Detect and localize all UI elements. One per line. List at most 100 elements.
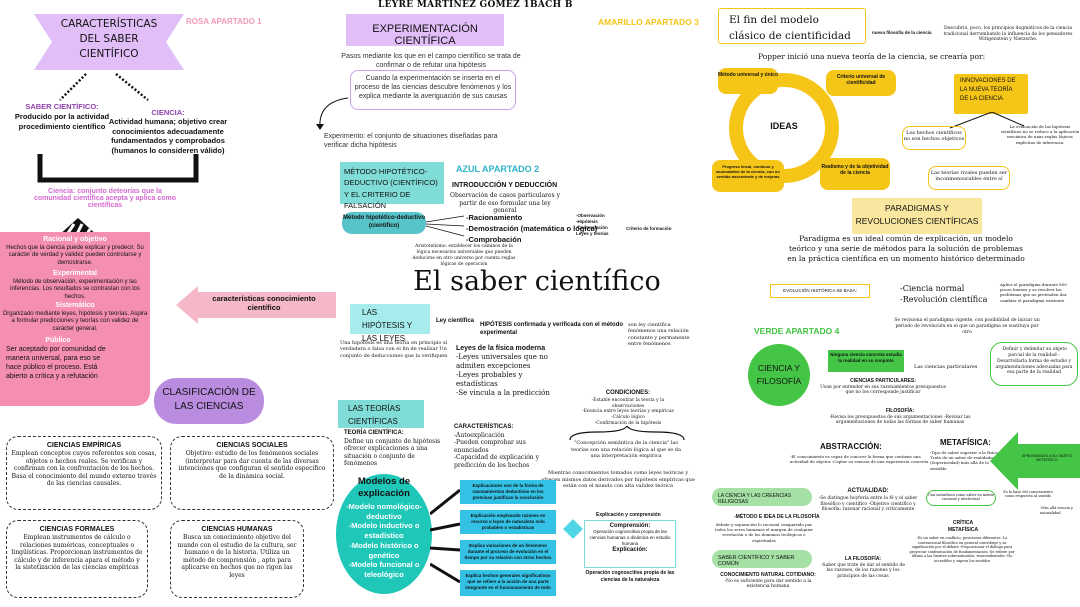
nueva-text: Descubrió, poco, los principios dogmátic…: [943, 26, 1073, 43]
filosofia2-block: LA FILOSOFÍA: -Saber que trate de dar el…: [818, 556, 908, 580]
diamond-icon: [563, 519, 583, 539]
modelos-block: Modelos de explicación -Modelo nomológic…: [340, 476, 428, 580]
humanas-box: CIENCIAS HUMANAS Busca un conocimiento o…: [170, 520, 304, 598]
racional-title: Racional y objetivo: [43, 236, 107, 243]
abstraccion-label: ABSTRACCIÓN:: [820, 442, 882, 451]
modelo-item: -Modelo inductivo o estadístico: [348, 521, 420, 540]
leyes-block: Leyes de la física moderna -Leyes univer…: [456, 344, 560, 399]
formales-title: CIENCIAS FORMALES: [39, 526, 115, 533]
metafisica-text: -Tipo de saber superior a la física -Tra…: [930, 450, 1001, 471]
critica-text: -Es un saber en conflicto; posiciones di…: [909, 536, 1015, 563]
saber-comun: SABER CIENTÍFICO Y SABER COMÚN: [712, 550, 812, 568]
modelos-bubble: [336, 474, 432, 594]
critica-title: CRÍTICA METAFÍSICA: [947, 520, 979, 533]
las-ciencias-part: Las ciencias particulares: [914, 364, 978, 370]
ley-item: -Leyes probables y estadísticas: [456, 371, 523, 389]
clasificacion-title: CLASIFICACIÓN DE LAS CIENCIAS: [154, 378, 264, 424]
humanas-text: Busca un conocimiento objetivo del mundo…: [177, 534, 297, 579]
paso-item: -Demostración (matemática o lógica): [466, 223, 598, 233]
comprension-box: Comprensión: Operación cognoscitiva prop…: [584, 520, 676, 568]
innovaciones-title: INNOVACIONES DE LA NUEVA TEORÍA DE LA CI…: [954, 74, 1028, 114]
condicion-item: -Enuncia entre leyes teorías y empíricas: [582, 409, 674, 415]
nueva-filosofia: nueva filosofía de la ciencia: [872, 30, 932, 35]
sociales-text: Objetivo: estudio de los fenómenos socia…: [178, 450, 326, 480]
revisiona-text: Se revisiona el paradigma vigente, con p…: [894, 318, 1040, 336]
side-item: -Hipótesis: [576, 218, 598, 224]
actualidad-block: ACTUALIDAD: -Se distingue hoyfería entre…: [818, 488, 918, 513]
sociales-box: CIENCIAS SOCIALES Objetivo: estudio de l…: [170, 436, 334, 510]
explicacion2-label: Explicación:: [612, 546, 648, 553]
metodo-arrows: [426, 215, 465, 237]
filosofia2-label: LA FILOSOFÍA:: [844, 556, 882, 562]
modelo-item: -Modelo nomológico-deductivo: [346, 501, 422, 521]
modelo-box: Explica variaciones de un fenómeno duran…: [460, 540, 556, 564]
empiricas-text: Emplean conceptos cuyos referentes son c…: [11, 450, 157, 488]
racional-block: Racional y objetivo Hechos que la cienci…: [2, 236, 148, 267]
introduccion-title: INTRODUCCIÓN Y DEDUCCIÓN: [452, 182, 558, 189]
ciencia2-text: Ciencia: conjunto deteorías que la comun…: [34, 188, 176, 209]
ciencia-label: CIENCIA:: [151, 108, 185, 117]
teoria-text: Define un conjunto de hipótesis ofrecer …: [344, 437, 441, 468]
hechos-box: Los hechos científicos no son hechos obj…: [902, 126, 966, 150]
paradigma-text: Paradigma es un ideal común de explicaci…: [787, 234, 1025, 264]
bracket-lines: [37, 154, 199, 183]
paso-item: -Comprobación: [466, 234, 522, 244]
paso-item: -Racionamiento: [466, 213, 523, 222]
sistematico-text: Organizado mediante leyes, hipótesis y t…: [2, 310, 148, 332]
teoria-label: TEORÍA CIENTÍFICA:: [344, 430, 404, 436]
pink-characteristics: [0, 232, 150, 406]
metafisica-critica: Una metafísica como saber en mente racio…: [926, 490, 996, 506]
actualidad-label: ACTUALIDAD:: [847, 488, 889, 494]
evolucion-list: -Ciencia normal -Revolución científica: [900, 283, 987, 305]
conocimiento-label: CONOCIMIENTO NATURAL COTIDIANO:: [720, 572, 816, 578]
experimentacion-title: EXPERIMENTACIÓN CIENTÍFICA: [346, 14, 504, 47]
publico-title: Público: [45, 337, 71, 344]
caracteristica-item: -Autoexplicación: [454, 431, 505, 439]
banner-shape: [34, 14, 184, 70]
caracteristicas-title: CARACTERÍSTICAS DEL SABER CIENTÍFICO: [60, 18, 158, 61]
filosofia-block: FILOSOFÍA: -Revisa los presupuestos de s…: [820, 408, 980, 426]
modelo-box: Explicación empleando razones en recurso…: [460, 510, 556, 534]
ley-item: -Se vincula a la predicción: [456, 389, 550, 398]
comprension-text: Operación cognoscitiva propia de las cie…: [589, 529, 671, 546]
criterio-universal: Criterio universal de cientificidad: [826, 70, 896, 96]
ideas-center: IDEAS: [770, 121, 798, 131]
sistematico-block: Sistemático Organizado mediante leyes, h…: [2, 302, 148, 333]
ciencia-block: CIENCIA: Actividad humana; objetivo crea…: [100, 108, 236, 155]
curly-brace: [569, 426, 685, 441]
ciencia-filosofia-circle: CIENCIA Y FILOSOFÍA: [748, 344, 810, 406]
aplicacion-text: Aplica el paradigma durante 800 pocas bu…: [1000, 282, 1067, 303]
condiciones-title: CONDICIONES:: [605, 390, 651, 396]
tag-azul: AZUL APARTADO 2: [456, 164, 540, 174]
ciencias-particulares-block: CIENCIAS PARTICULARES: Usan por entender…: [818, 378, 948, 396]
explicacion-label: Explicación y comprensión: [596, 512, 661, 518]
modelos-arrows: [430, 488, 461, 584]
hipotesis-text-inner: HIPÓTESIS confirmada y verificada con el…: [480, 322, 624, 336]
teorias-rivales: Las teorías rivales pueden ser inconmens…: [928, 166, 1010, 190]
metodo-universal: Método universal y único: [718, 68, 778, 94]
formales-box: CIENCIAS FORMALES Emplean instrumentos d…: [6, 520, 148, 598]
conocimiento-text: -No es suficiente para dar sentido a la …: [724, 578, 812, 590]
arrow-left-shape: [176, 286, 336, 324]
saber-racional: Es la base del conocimiento como respues…: [1003, 490, 1053, 499]
filosofia-text: -Revisa los presupuestos de sus argument…: [829, 414, 971, 426]
modelo-item: -Modelo funcional o teleológico: [348, 560, 420, 579]
metodo-filosofia: -MÉTODO E IDEA DE LA FILOSOFÍA: [734, 514, 820, 520]
conocimiento-block: CONOCIMIENTO NATURAL COTIDIANO: -No es s…: [720, 572, 816, 590]
empiricas-title: CIENCIAS EMPÍRICAS: [46, 442, 122, 449]
condiciones-block: CONDICIONES: -Estable encontrar la teorí…: [580, 390, 676, 427]
modelos-title: Modelos de explicación: [357, 476, 411, 499]
tag-verde: VERDE APARTADO 4: [754, 326, 840, 336]
caracteristica-item: -Capacidad de explicación y predicción d…: [454, 454, 539, 469]
cuando-text: Cuando la experimentación se inserta en …: [350, 70, 516, 110]
concepcion-text: "Concepción semántica de la ciencia" las…: [571, 440, 681, 459]
ciencias-particulares-text: Usan por entender en sus razonamientos p…: [820, 384, 946, 396]
side-item: -Observación: [576, 213, 605, 218]
caracteristicas-teoria-block: CARACTERÍSTICAS: -Autoexplicación -Puede…: [454, 424, 562, 469]
publico-block: Público Ser aceptado por comunidad de ma…: [6, 336, 110, 381]
condicion-item: -Cálculo lógico: [611, 415, 645, 421]
evaluacion-text: La evaluación de las hipótesis científic…: [1000, 124, 1080, 145]
realismo-box: Realismo y de la objetividad de la cienc…: [820, 158, 890, 190]
ciencia-religiosa: LA CIENCIA Y LAS CREENCIAS RELIGIOSAS: [712, 488, 812, 506]
side-list: -Observación -Hipótesis -Contrastación L…: [576, 213, 609, 236]
